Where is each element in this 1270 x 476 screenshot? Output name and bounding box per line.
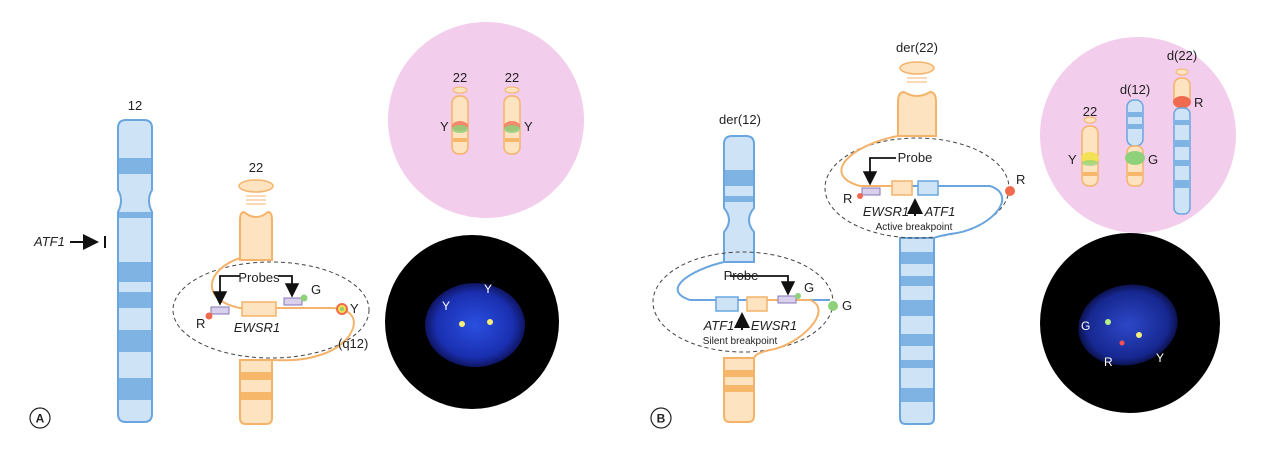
- yellow-dot-b: [1136, 332, 1142, 338]
- panel-b-badge: [650, 407, 672, 429]
- der22-label: der(22): [896, 40, 938, 55]
- meta-d12-label: d(12): [1120, 82, 1150, 97]
- nuc-y-label: Y: [1156, 351, 1164, 365]
- nuc-y2-label: Y: [484, 282, 492, 296]
- red-dot-b: [1119, 340, 1125, 346]
- r-label-b-left: R: [843, 191, 852, 206]
- zoom-ellipse-a: [172, 257, 370, 362]
- der22-chromosome: [897, 61, 937, 425]
- chr22-label: 22: [249, 160, 263, 175]
- nucleus-a: [425, 283, 525, 367]
- green-dot-b: [1105, 319, 1111, 325]
- nucleus-b: [1078, 284, 1178, 366]
- ewsr1-label-b-left: EWSR1: [751, 318, 797, 333]
- ewsr1-label-b-right: EWSR1: [863, 204, 909, 219]
- meta-r-b-label: R: [1194, 95, 1203, 110]
- y-label-a: Y: [350, 301, 359, 316]
- active-breakpoint-label: Active breakpoint: [876, 222, 953, 233]
- r-label-b-right: R: [1016, 172, 1025, 187]
- chromosome-22: [238, 179, 274, 425]
- g-label-a: G: [311, 282, 321, 297]
- atf1-arrow-label: ATF1: [33, 234, 65, 249]
- meta-chromosome-22-right: [503, 86, 521, 155]
- meta-d22-label: d(22): [1167, 48, 1197, 63]
- nuc-g-label: G: [1081, 319, 1090, 333]
- meta-y-b-label: Y: [1068, 152, 1077, 167]
- yellow-signal-marker: [336, 303, 348, 315]
- der12-chromosome: [723, 135, 755, 423]
- meta-22-right-label: 22: [505, 70, 519, 85]
- der12-label: der(12): [719, 112, 761, 127]
- metaphase-circle-a: [388, 22, 584, 218]
- nuc-r-label: R: [1104, 355, 1113, 369]
- zoom-ellipse-b-left: [652, 251, 838, 359]
- meta-y-left-label: Y: [440, 119, 449, 134]
- r-label-a: R: [196, 316, 205, 331]
- meta-chromosome-d12: [1125, 99, 1145, 187]
- g-big-label-b: G: [842, 298, 852, 313]
- chromosome-12: [117, 119, 153, 423]
- nuc-y1-label: Y: [442, 299, 450, 313]
- atf1-label-b-right: ATF1: [924, 204, 956, 219]
- atf1-label-b-left: ATF1: [703, 318, 735, 333]
- meta-chromosome-d22: [1173, 68, 1191, 215]
- meta-y-right-label: Y: [524, 119, 533, 134]
- meta-chromosome-22-b: [1081, 116, 1099, 187]
- band-label: (q12): [338, 336, 368, 351]
- meta-g-b-label: G: [1148, 152, 1158, 167]
- meta-22-b-label: 22: [1083, 104, 1097, 119]
- silent-breakpoint-label: Silent breakpoint: [703, 336, 778, 347]
- ewsr1-label-a: EWSR1: [234, 320, 280, 335]
- meta-chromosome-22-left: [451, 86, 469, 155]
- probe-label-b-right: Probe: [898, 150, 933, 165]
- meta-22-left-label: 22: [453, 70, 467, 85]
- probe-label-b-left: Probe: [724, 268, 759, 283]
- g-small-label-b: G: [804, 280, 814, 295]
- panel-b-letter: B: [657, 412, 666, 426]
- panel-a-badge: [29, 407, 51, 429]
- yellow-dot-a1: [459, 321, 465, 327]
- yellow-dot-a2: [487, 319, 493, 325]
- chr12-label: 12: [128, 98, 142, 113]
- zoom-ellipse-b-right: [824, 135, 1015, 239]
- probes-label: Probes: [238, 270, 280, 285]
- panel-a-letter: A: [36, 412, 45, 426]
